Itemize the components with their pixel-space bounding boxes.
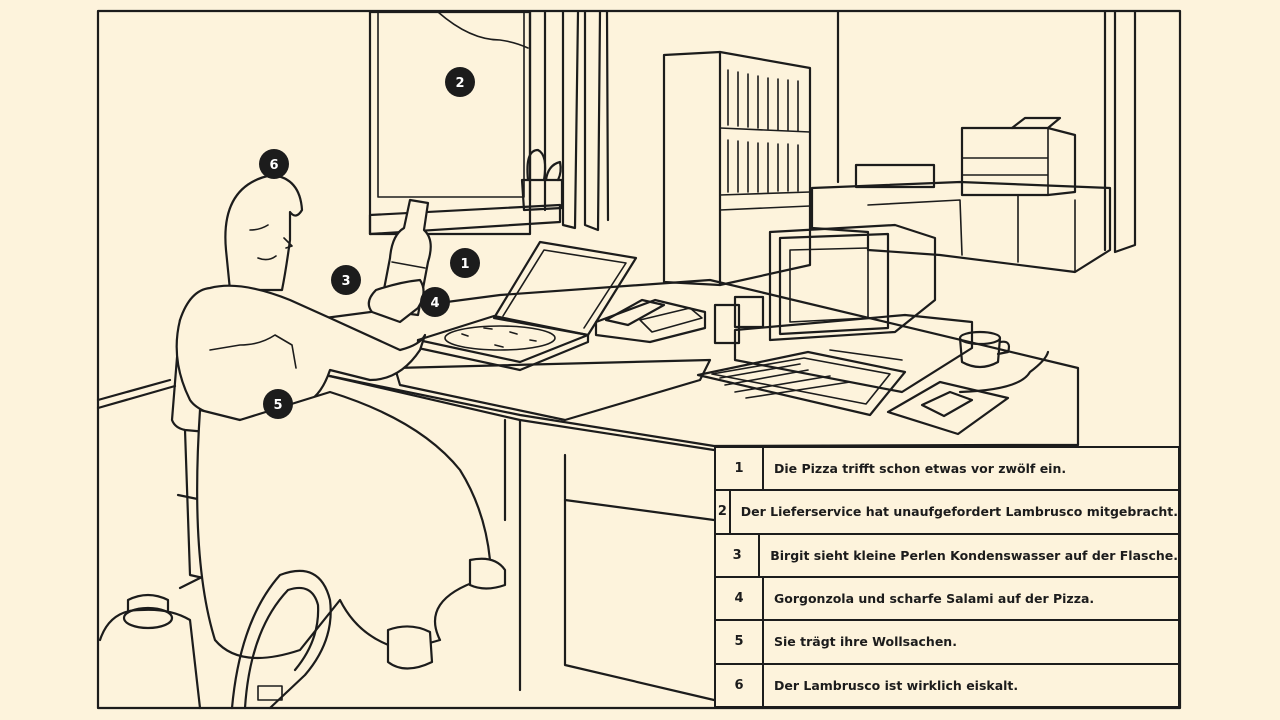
back-desk — [810, 116, 1112, 274]
computer — [696, 223, 974, 417]
filing-shelf — [662, 50, 812, 287]
legend-row: 2 Der Lieferservice hat unaufgefordert L… — [716, 491, 1178, 535]
marker-2: 2 — [445, 67, 475, 97]
marker-2-label: 2 — [455, 76, 464, 91]
wall-floor-line — [96, 384, 177, 410]
marker-1: 1 — [450, 248, 480, 278]
legend-number: 4 — [716, 577, 764, 620]
marker-6-label: 6 — [269, 158, 278, 173]
marker-4-label: 4 — [430, 296, 439, 311]
marker-3-label: 3 — [341, 274, 350, 289]
legend-row: 5 Sie trägt ihre Wollsachen. — [716, 621, 1178, 665]
marker-3: 3 — [331, 265, 361, 295]
marker-4: 4 — [420, 287, 450, 317]
marker-6: 6 — [259, 149, 289, 179]
legend-row: 1 Die Pizza trifft schon etwas vor zwölf… — [716, 448, 1178, 492]
marker-1-label: 1 — [460, 257, 469, 272]
legend-row: 6 Der Lambrusco ist wirklich eiskalt. — [716, 664, 1178, 706]
legend-text: Die Pizza trifft schon etwas vor zwölf e… — [774, 461, 1067, 477]
legend-number: 3 — [716, 534, 761, 576]
marker-5-label: 5 — [273, 398, 282, 413]
telephone — [594, 298, 707, 344]
legend-number: 5 — [716, 621, 764, 663]
plant-pot — [520, 148, 564, 212]
legend-number: 1 — [716, 448, 764, 490]
curtains — [528, 10, 610, 232]
main-desk — [323, 278, 1080, 702]
window — [368, 10, 562, 236]
gas-bottle — [98, 569, 332, 710]
legend-text: Der Lieferservice hat unaufgefordert Lam… — [740, 504, 1178, 520]
scene-frame — [96, 9, 1182, 710]
wall-floor-line-2 — [96, 378, 172, 402]
legend-text: Der Lambrusco ist wirklich eiskalt. — [774, 677, 1019, 693]
coffee-cup — [958, 330, 1011, 369]
legend-row: 4 Gorgonzola und scharfe Salami auf der … — [716, 577, 1178, 622]
legend-text: Sie trägt ihre Wollsachen. — [774, 634, 957, 650]
legend-table: 1 Die Pizza trifft schon etwas vor zwölf… — [714, 446, 1180, 708]
legend-number: 6 — [716, 664, 764, 706]
right-doorframe — [1103, 10, 1137, 254]
person-birgit — [175, 173, 507, 670]
desk-boxes — [713, 295, 765, 345]
marker-5: 5 — [263, 389, 293, 419]
legend-text: Birgit sieht kleine Perlen Kondenswasser… — [770, 547, 1178, 563]
mouse — [886, 350, 1050, 436]
legend-row: 3 Birgit sieht kleine Perlen Kondenswass… — [716, 534, 1178, 578]
legend-text: Gorgonzola und scharfe Salami auf der Pi… — [774, 591, 1095, 607]
legend-number: 2 — [716, 491, 731, 533]
